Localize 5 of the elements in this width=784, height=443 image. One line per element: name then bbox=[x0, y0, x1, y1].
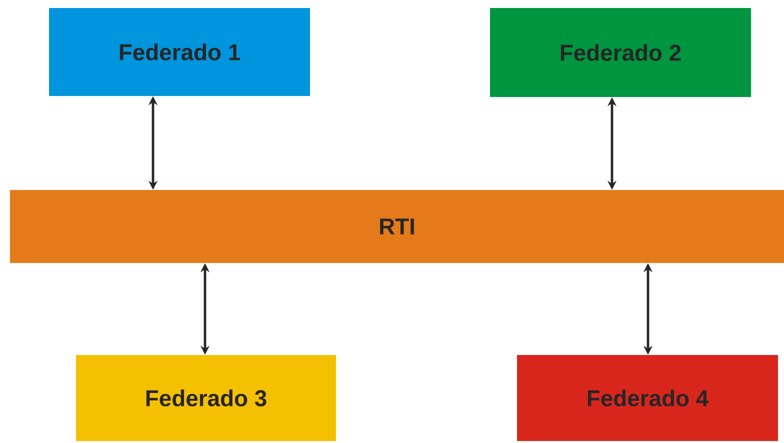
federate-box: Federado 2 bbox=[490, 8, 751, 97]
federate-box: Federado 4 bbox=[517, 355, 778, 441]
federate-box: Federado 3 bbox=[76, 355, 336, 441]
bus-bar: RTI bbox=[10, 190, 784, 263]
federate-box: Federado 1 bbox=[49, 8, 310, 96]
